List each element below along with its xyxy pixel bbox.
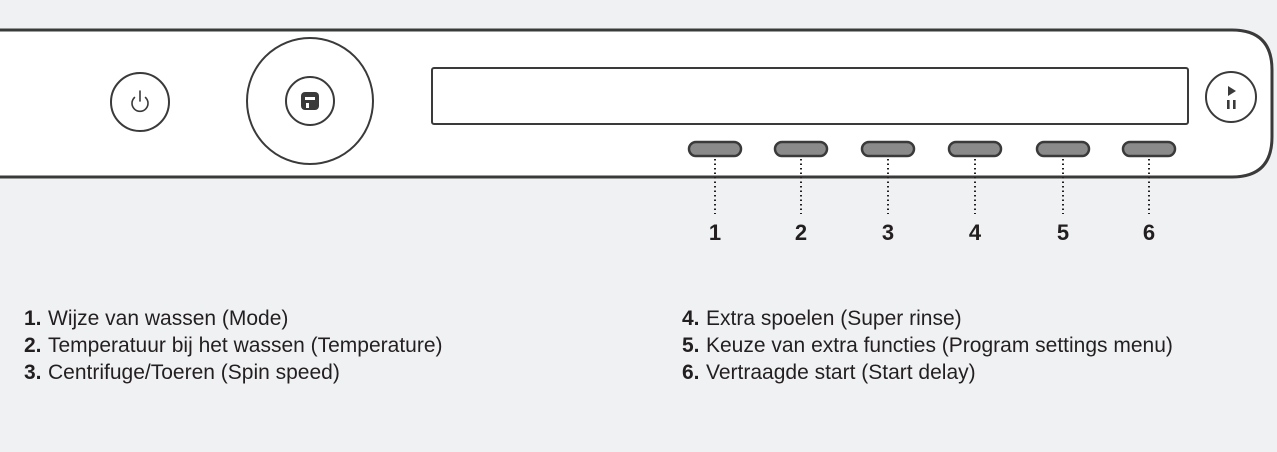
legend-text: Wijze van wassen (Mode)	[48, 307, 289, 330]
legend-item-1: 1. Wijze van wassen (Mode)	[24, 305, 443, 332]
power-icon	[131, 90, 149, 113]
panel-outline	[0, 28, 1274, 179]
display-window	[431, 67, 1189, 125]
button-number-6: 6	[1142, 220, 1156, 245]
legend-text: Vertraagde start (Start delay)	[706, 361, 976, 384]
legend-number: 6.	[682, 361, 700, 384]
legend-right: 4. Extra spoelen (Super rinse) 5. Keuze va…	[682, 305, 1242, 386]
function-button-2[interactable]	[773, 140, 829, 158]
function-button-3[interactable]	[860, 140, 916, 158]
function-button-6[interactable]	[1121, 140, 1177, 158]
legend-number: 2.	[24, 334, 42, 357]
function-button-5[interactable]	[1035, 140, 1091, 158]
function-button-1[interactable]	[687, 140, 743, 158]
legend-number: 5.	[682, 334, 700, 357]
legend-text: Extra spoelen (Super rinse)	[706, 307, 962, 330]
button-number-3: 3	[881, 220, 895, 245]
legend-text: Keuze van extra functies (Program settin…	[706, 334, 1173, 357]
legend-number: 3.	[24, 361, 42, 384]
power-button[interactable]	[110, 72, 170, 132]
legend-text: Temperatuur bij het wassen (Temperature)	[48, 334, 443, 357]
button-number-2: 2	[794, 220, 808, 245]
button-number-4: 4	[968, 220, 982, 245]
legend-number: 1.	[24, 307, 42, 330]
button-number-1: 1	[708, 220, 722, 245]
function-button-4[interactable]	[947, 140, 1003, 158]
function-buttons	[687, 140, 1177, 214]
legend-item-2: 2. Temperatuur bij het wassen (Temperatur…	[24, 332, 443, 359]
legend-item-4: 4. Extra spoelen (Super rinse)	[682, 305, 1242, 332]
legend-left: 1. Wijze van wassen (Mode) 2. Temperatuur …	[24, 305, 443, 386]
play-pause-icon	[1227, 86, 1236, 109]
legend-item-3: 3. Centrifuge/Toeren (Spin speed)	[24, 359, 443, 386]
start-pause-button[interactable]	[1205, 71, 1257, 123]
legend-item-5: 5. Keuze van extra functies (Program sett…	[682, 332, 1242, 359]
legend-number: 4.	[682, 307, 700, 330]
legend-text: Centrifuge/Toeren (Spin speed)	[48, 361, 340, 384]
program-dial-icon	[301, 92, 319, 110]
program-dial[interactable]	[246, 37, 374, 165]
legend-item-6: 6. Vertraagde start (Start delay)	[682, 359, 1242, 386]
button-number-5: 5	[1056, 220, 1070, 245]
